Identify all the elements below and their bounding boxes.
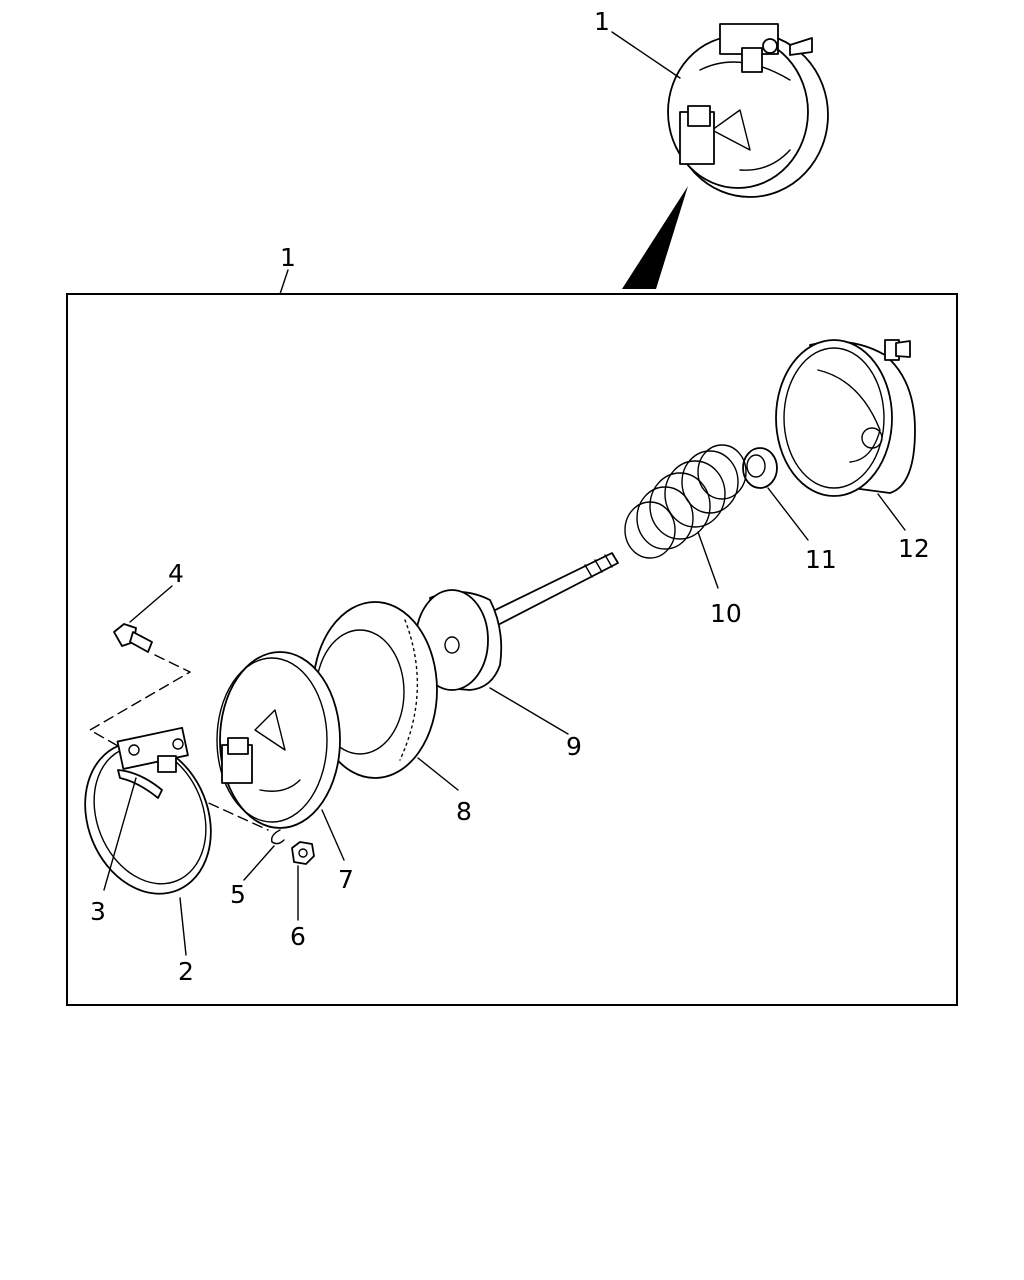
callout-6: 6 xyxy=(290,922,306,951)
callout-1-frame: 1 xyxy=(280,243,296,272)
parts-frame xyxy=(66,293,958,1006)
part-6-nut xyxy=(291,841,315,865)
callout-9: 9 xyxy=(566,732,582,761)
callout-7: 7 xyxy=(338,865,354,894)
callout-2: 2 xyxy=(178,957,194,986)
part-12-housing xyxy=(775,339,916,497)
callout-12: 12 xyxy=(898,534,930,563)
pointer-wedge xyxy=(622,186,688,289)
callout-8: 8 xyxy=(456,797,472,826)
part-5-washer xyxy=(270,829,285,845)
callout-4: 4 xyxy=(168,559,184,588)
part-9-piston-rod xyxy=(415,552,619,691)
callout-5: 5 xyxy=(230,880,246,909)
assembled-brake-chamber xyxy=(667,23,829,198)
callout-10: 10 xyxy=(710,599,742,628)
part-4-bolt xyxy=(113,623,153,653)
part-11-nut xyxy=(742,447,778,489)
part-7-chamber-cover xyxy=(216,651,341,829)
callout-3: 3 xyxy=(90,897,106,926)
callout-1-top: 1 xyxy=(594,7,610,36)
callout-11: 11 xyxy=(805,545,837,574)
part-3-clamp-bracket xyxy=(116,726,189,799)
part-10-spring xyxy=(624,444,747,559)
